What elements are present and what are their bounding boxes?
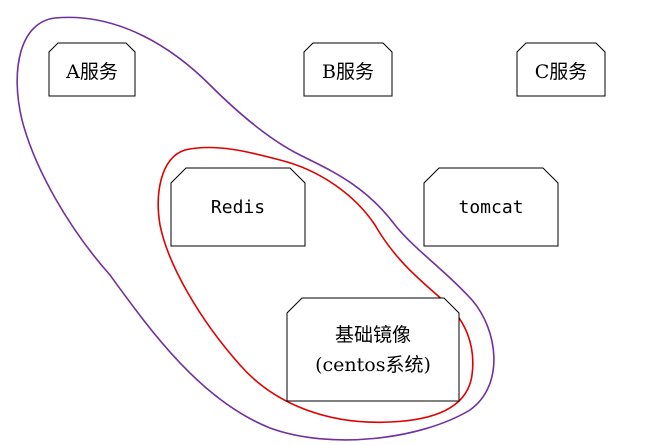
redis-box xyxy=(170,167,306,247)
b-service-box xyxy=(303,42,393,97)
base-image-box xyxy=(286,297,460,402)
a-service-box xyxy=(48,42,136,97)
purple-group-outline xyxy=(16,16,495,441)
red-group-outline xyxy=(157,146,474,424)
tomcat-box xyxy=(423,167,559,247)
c-service-box xyxy=(516,42,606,97)
